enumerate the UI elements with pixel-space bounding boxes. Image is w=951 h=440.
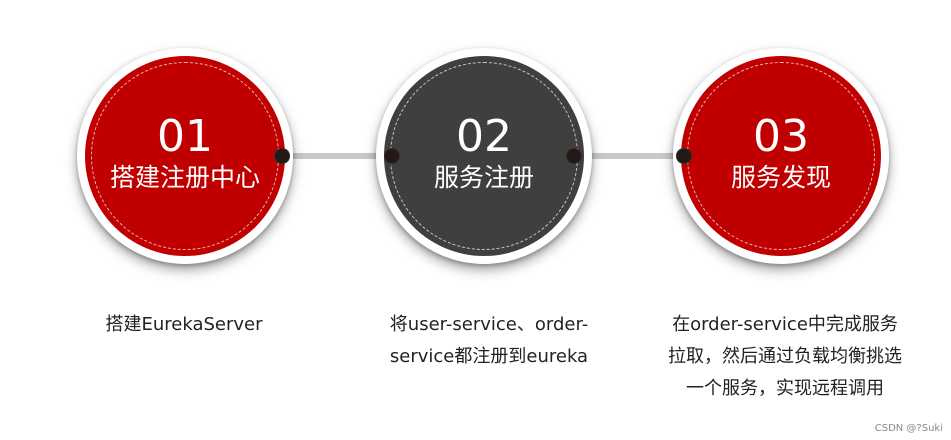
step-1-title: 搭建注册中心	[109, 163, 260, 192]
step-3-circle: 03 服务发现	[673, 48, 889, 264]
connector-dot-3-left	[676, 148, 692, 164]
step-2-description-line: 将user-service、order-	[389, 314, 589, 335]
step-3-face: 03 服务发现	[681, 56, 881, 256]
connector-dot-2-left	[384, 148, 400, 164]
step-3-number: 03	[753, 111, 809, 162]
watermark: CSDN @?Suki	[874, 423, 943, 434]
step-2-title: 服务注册	[433, 163, 534, 192]
connector-2-3	[573, 153, 685, 159]
step-1-circle: 01 搭建注册中心	[77, 48, 293, 264]
connector-1-2	[282, 153, 394, 159]
step-2-description: 将user-service、order- service都注册到eureka	[364, 309, 614, 373]
step-2-face: 02 服务注册	[384, 56, 584, 256]
step-3-description: 在order-service中完成服务 拉取，然后通过负载均衡挑选 一个服务，实…	[655, 309, 915, 405]
step-1-description-line: 搭建EurekaServer	[105, 314, 263, 335]
step-3-description-line: 在order-service中完成服务	[672, 314, 898, 335]
step-2-description-line: service都注册到eureka	[389, 346, 589, 367]
step-3-title: 服务发现	[730, 163, 831, 192]
step-1-face: 01 搭建注册中心	[85, 56, 285, 256]
step-1-number: 01	[157, 111, 213, 162]
step-2-circle: 02 服务注册	[376, 48, 592, 264]
step-1-description: 搭建EurekaServer	[84, 309, 284, 341]
connector-dot-1-right	[274, 148, 290, 164]
step-3-description-line: 拉取，然后通过负载均衡挑选	[668, 346, 902, 367]
step-2-number: 02	[456, 111, 512, 162]
connector-dot-2-right	[566, 148, 582, 164]
step-3-description-line: 一个服务，实现远程调用	[686, 378, 884, 399]
